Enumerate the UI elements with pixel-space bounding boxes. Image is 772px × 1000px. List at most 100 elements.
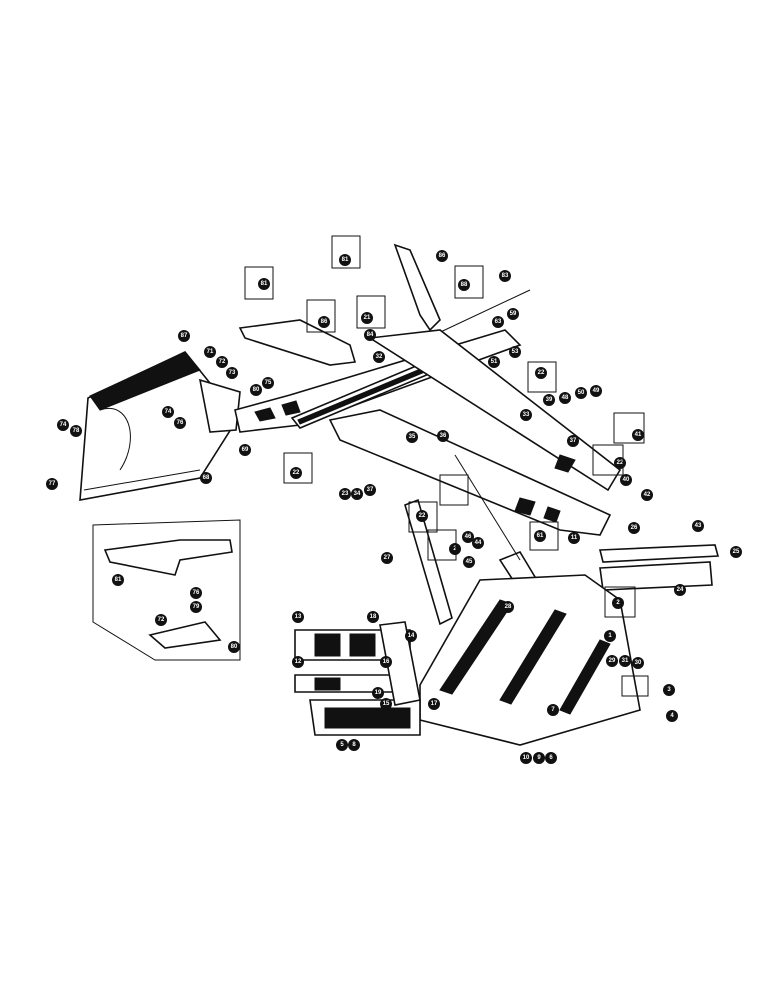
callout-label: 40 — [623, 477, 630, 483]
callout: 22 — [290, 467, 302, 479]
callout-label: 22 — [617, 460, 624, 466]
callout-label: 22 — [538, 370, 545, 376]
callout-label: 14 — [408, 633, 415, 639]
callout-label: 59 — [510, 311, 517, 317]
bucket — [79, 351, 241, 501]
callout: 68 — [200, 472, 212, 484]
callout-label: 2 — [616, 600, 620, 606]
callout-label: 43 — [695, 523, 702, 529]
callout: 78 — [70, 425, 82, 437]
callout: 80 — [250, 384, 262, 396]
callout-label: 44 — [475, 540, 482, 546]
callout: 40 — [620, 474, 632, 486]
callout-label: 1 — [608, 633, 612, 639]
callout-label: 17 — [431, 701, 438, 707]
callout-label: 15 — [383, 701, 390, 707]
callout: 3 — [663, 684, 675, 696]
callout: 72 — [216, 356, 228, 368]
callout-label: 81 — [115, 577, 122, 583]
callout-label: 50 — [578, 390, 585, 396]
callout: 76 — [190, 587, 202, 599]
inset-panel — [92, 519, 241, 661]
callout: 29 — [606, 655, 618, 667]
callout: 75 — [262, 377, 274, 389]
callout: 11 — [568, 532, 580, 544]
callout: 26 — [628, 522, 640, 534]
callout: 12 — [292, 656, 304, 668]
callout-label: 23 — [342, 491, 349, 497]
callout: 21 — [361, 312, 373, 324]
callout-label: 76 — [177, 420, 184, 426]
callout-label: 4 — [670, 713, 674, 719]
callout: 36 — [437, 430, 449, 442]
callout: 61 — [534, 530, 546, 542]
main-frame — [309, 574, 641, 746]
callout: 80 — [228, 641, 240, 653]
callout-label: 16 — [383, 659, 390, 665]
callout: 79 — [190, 601, 202, 613]
callout: 22 — [614, 457, 626, 469]
callout-label: 18 — [370, 614, 377, 620]
callout: 81 — [258, 278, 270, 290]
upper-links — [238, 243, 622, 492]
callout-label: 6 — [549, 755, 553, 761]
callout: 41 — [632, 429, 644, 441]
callout: 6 — [545, 752, 557, 764]
callout: 77 — [46, 478, 58, 490]
callout-label: 37 — [570, 438, 577, 444]
callout-label: 22 — [419, 513, 426, 519]
callout: 22 — [535, 367, 547, 379]
callout: 69 — [239, 444, 251, 456]
callout: 1 — [604, 630, 616, 642]
callout-label: 8 — [352, 742, 356, 748]
callout-label: 39 — [546, 397, 553, 403]
callout: 4 — [666, 710, 678, 722]
callout: 22 — [416, 510, 428, 522]
callout-label: 9 — [537, 755, 541, 761]
callout-label: 29 — [609, 658, 616, 664]
callout: 35 — [406, 431, 418, 443]
callout-label: 35 — [409, 434, 416, 440]
callout-label: 41 — [635, 432, 642, 438]
callout: 51 — [488, 356, 500, 368]
callout-label: 5 — [340, 742, 344, 748]
callout: 25 — [730, 546, 742, 558]
callout-label: 25 — [733, 549, 740, 555]
callout: 44 — [472, 537, 484, 549]
callout-label: 48 — [562, 395, 569, 401]
callout-label: 63 — [495, 319, 502, 325]
callout: 83 — [499, 270, 511, 282]
callout-label: 51 — [491, 359, 498, 365]
callout: 63 — [492, 316, 504, 328]
callout-label: 72 — [158, 617, 165, 623]
callout: 88 — [458, 279, 470, 291]
callout-label: 2 — [453, 546, 457, 552]
callout-label: 49 — [593, 388, 600, 394]
callout: 9 — [533, 752, 545, 764]
callout: 39 — [543, 394, 555, 406]
callout: 23 — [339, 488, 351, 500]
callout: 37 — [364, 484, 376, 496]
callout: 53 — [509, 346, 521, 358]
callout: 45 — [463, 556, 475, 568]
callout-label: 21 — [364, 315, 371, 321]
callout: 16 — [380, 656, 392, 668]
loader-arm-right — [328, 409, 612, 536]
callout-label: 37 — [367, 487, 374, 493]
callout: 49 — [590, 385, 602, 397]
callout: 43 — [692, 520, 704, 532]
callout-label: 81 — [261, 281, 268, 287]
callout: 86 — [318, 316, 330, 328]
callout: 59 — [507, 308, 519, 320]
callout: 84 — [364, 329, 376, 341]
callout-label: 69 — [242, 447, 249, 453]
callout-label: 46 — [465, 534, 472, 540]
callout-label: 32 — [376, 354, 383, 360]
callout: 5 — [336, 739, 348, 751]
callout: 17 — [428, 698, 440, 710]
callout: 86 — [436, 250, 448, 262]
callout: 18 — [367, 611, 379, 623]
callout: 15 — [380, 698, 392, 710]
callout: 74 — [57, 419, 69, 431]
